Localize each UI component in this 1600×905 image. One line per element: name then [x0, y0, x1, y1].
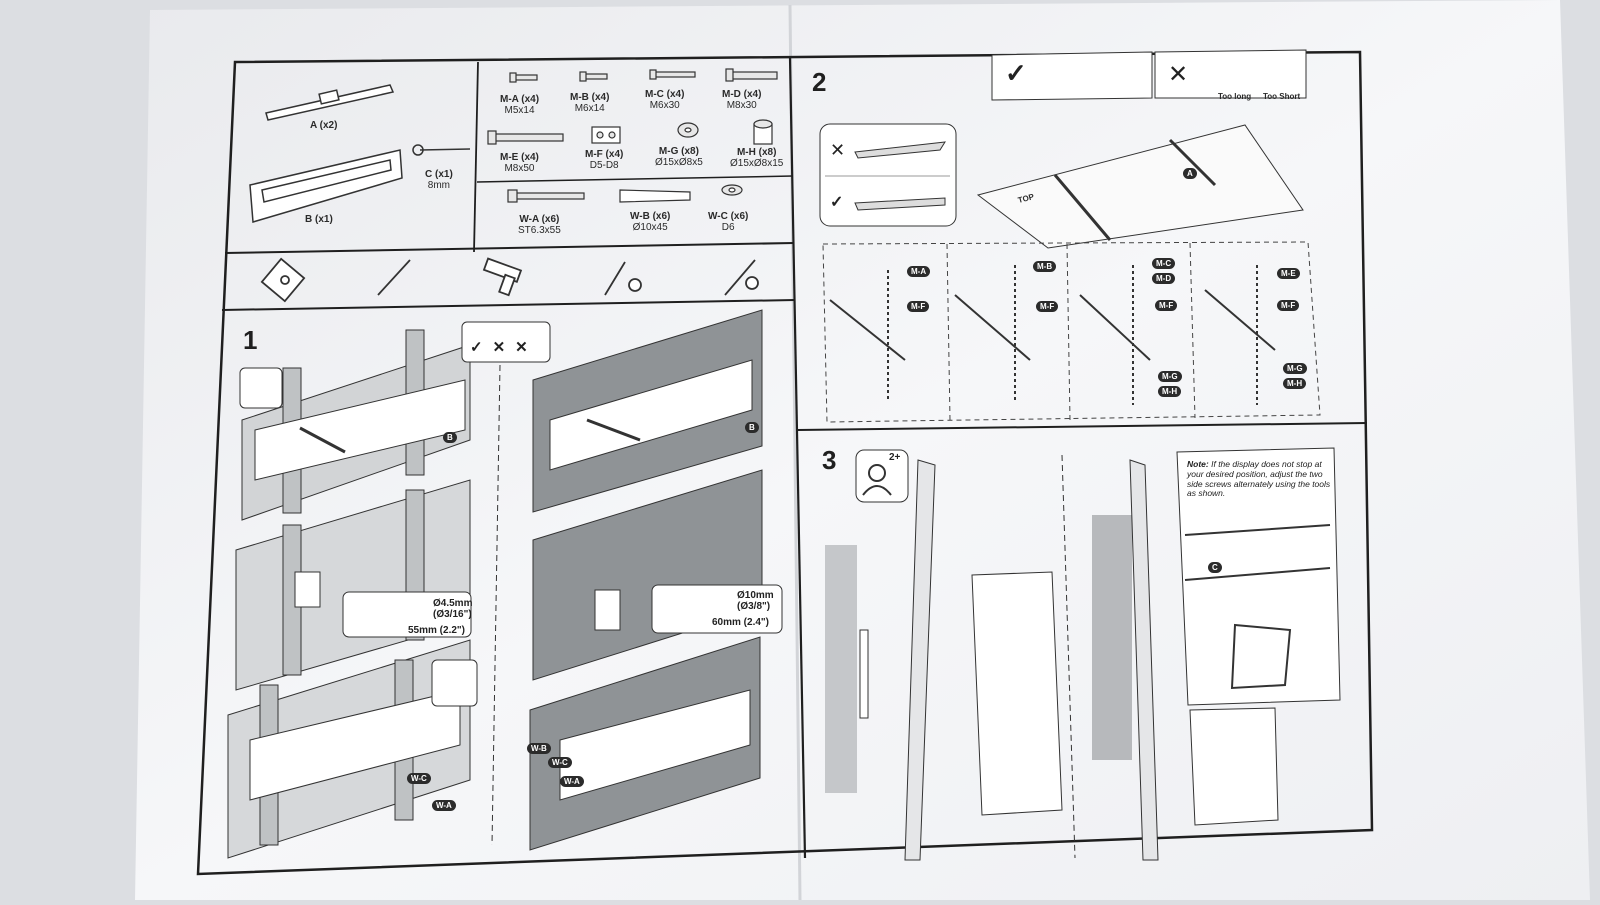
arm-tag: A — [1183, 168, 1197, 179]
screw-combo-grid — [822, 241, 1321, 423]
adjust-screw-box — [1189, 707, 1279, 826]
stud-finder-box — [239, 367, 283, 409]
screw-m-d-label: M-D (x4)M8x30 — [722, 89, 762, 111]
part-a-bracket-arm — [265, 84, 395, 121]
wall-w-c-label: W-C (x6)D6 — [708, 211, 749, 233]
part-a-label: A (x2) — [310, 120, 338, 131]
tv-right-mark: ✓ — [830, 194, 844, 211]
tag-concrete-wa: W-A — [560, 776, 584, 787]
screw-m-c-label: M-C (x4)M6x30 — [645, 89, 685, 111]
step1-wood-wall — [227, 329, 471, 859]
concrete-drill-depth: 60mm (2.4") — [712, 617, 769, 628]
spacer-m-f-label: M-F (x4)D5-D8 — [585, 149, 624, 171]
tool-c-tag: C — [1208, 562, 1222, 573]
ok-screw-box — [991, 51, 1153, 101]
tools-row — [260, 257, 759, 303]
bad-cross-mark: ✕ — [1168, 61, 1189, 88]
screw-m-e-label: M-E (x4)M8x50 — [500, 152, 539, 174]
people-count: 2+ — [889, 452, 901, 463]
combo4-screw-tag: M-E — [1277, 268, 1300, 279]
tv-wrong-mark: ✕ — [830, 140, 846, 160]
tag-concrete-wc: W-C — [548, 757, 572, 768]
combo3-screw2-tag: M-D — [1152, 273, 1176, 284]
wall-w-a-label: W-A (x6)ST6.3x55 — [518, 214, 561, 236]
screwdriver-icon — [724, 259, 759, 296]
washer-m-g-label: M-G (x8)Ø15xØ8x5 — [655, 146, 703, 168]
combo1-screw-tag: M-A — [907, 266, 931, 277]
step3-zoom-bracket — [971, 571, 1063, 816]
wall-w-b-label: W-B (x6)Ø10x45 — [630, 211, 671, 233]
step-2-number: 2 — [812, 67, 827, 97]
wood-drill-depth: 55mm (2.2") — [408, 625, 465, 636]
bracket-tag-wood: B — [443, 432, 457, 443]
combo4-washer-tag: M-G — [1283, 363, 1307, 374]
part-b-wall-plate — [249, 149, 403, 223]
combo3-spacer-tag: M-F — [1155, 300, 1178, 311]
wood-drill-bit-box — [342, 591, 472, 638]
combo3-screw-tag: M-C — [1152, 258, 1176, 269]
step3-tv-side-left — [904, 459, 936, 861]
bad-screw-box — [1154, 49, 1307, 99]
concrete-drill-diameter: Ø10mm(Ø3/8") — [737, 590, 774, 612]
step-1-number: 1 — [243, 325, 258, 355]
combo3-washer-tag: M-G — [1158, 371, 1182, 382]
bracket-tag-concrete: B — [745, 422, 759, 433]
tag-wood-wc: W-C — [407, 773, 431, 784]
combo1-spacer-tag: M-F — [907, 301, 930, 312]
step-3-number: 3 — [822, 445, 837, 475]
screw-m-a-label: M-A (x4)M5x14 — [500, 94, 540, 116]
too-short-label: Too Short — [1263, 92, 1301, 101]
spacer-m-h-label: M-H (x8)Ø15xØ8x15 — [730, 147, 784, 169]
no-drill-box — [431, 659, 478, 707]
too-long-label: Too long — [1218, 92, 1252, 101]
concrete-drill-bit-box — [651, 584, 783, 634]
combo2-spacer-tag: M-F — [1036, 301, 1059, 312]
note-text: Note: If the display does not stop at yo… — [1187, 459, 1331, 499]
stud-check-box — [461, 321, 551, 363]
combo3-spacer2-tag: M-H — [1158, 386, 1182, 397]
outer-frame — [196, 50, 1374, 876]
tag-concrete-wb: W-B — [527, 743, 551, 754]
screw-m-b-label: M-B (x4)M6x14 — [570, 92, 610, 114]
ok-check-mark: ✓ — [1005, 58, 1027, 88]
part-c-label: C (x1)8mm — [425, 169, 453, 191]
tag-wood-wa: W-A — [432, 800, 456, 811]
stud-check-marks: ✓✕✕ — [470, 339, 538, 356]
combo2-screw-tag: M-B — [1033, 261, 1057, 272]
tv-back — [976, 124, 1304, 249]
combo4-spacer-tag: M-F — [1277, 300, 1300, 311]
step3-wall-right — [1092, 515, 1132, 760]
part-c-wrench — [412, 144, 471, 156]
part-b-label: B (x1) — [305, 214, 333, 225]
step3-wall-left — [825, 545, 857, 793]
screw-drawings — [487, 68, 778, 203]
wood-drill-diameter: Ø4.5mm(Ø3/16") — [433, 598, 473, 620]
level-icon — [260, 257, 306, 303]
step1-concrete-wall — [529, 309, 763, 851]
note-box — [1176, 447, 1341, 706]
pencil-icon — [377, 259, 411, 296]
combo4-spacer2-tag: M-H — [1283, 378, 1307, 389]
drill-icon — [482, 257, 523, 297]
wrench-icon — [604, 261, 642, 296]
